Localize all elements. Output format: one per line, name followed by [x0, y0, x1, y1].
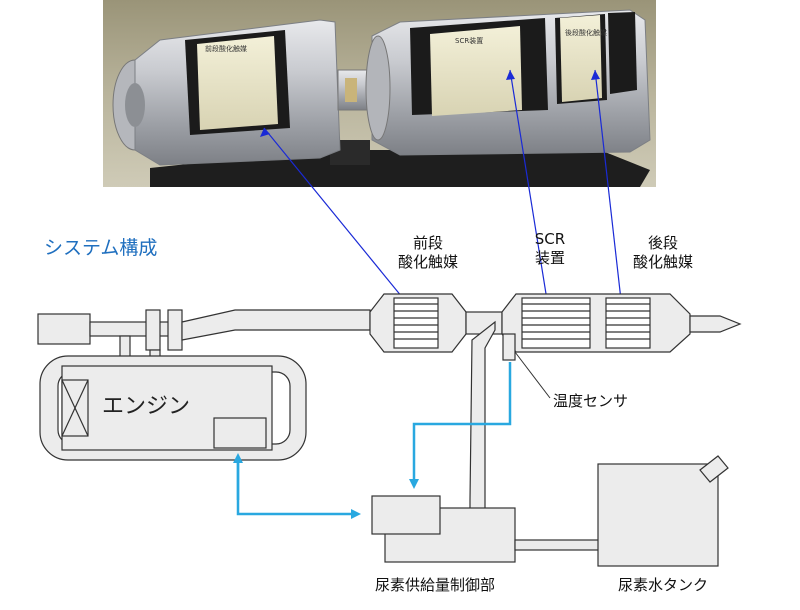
label-pre-oxidation-line2: 酸化触媒 [397, 253, 458, 271]
urea-supply-pipe [514, 539, 600, 551]
photo-tag-middle: SCR装置 [455, 37, 484, 45]
schematic [37, 293, 742, 567]
intake-block [37, 313, 91, 345]
temperature-sensor [502, 333, 516, 361]
ecu-to-controller-arrow [236, 460, 361, 519]
label-scr-line1: SCR [534, 230, 566, 248]
post-catalyst-core [605, 297, 651, 349]
label-pre-oxidation: 前段 酸化触媒 [388, 234, 468, 272]
exhaust-pipe [181, 309, 371, 341]
arrowhead-scr [506, 70, 515, 80]
pipe-down-1 [119, 335, 131, 359]
urea-dosing-line [469, 320, 496, 513]
label-pre-oxidation-line1: 前段 [412, 234, 443, 252]
photo-tag-rear: 後段酸化触媒 [565, 29, 607, 37]
label-post-oxidation: 後段 酸化触媒 [618, 234, 708, 272]
urea-tank [597, 463, 719, 567]
label-urea-tank: 尿素水タンク [618, 576, 709, 594]
urea-tank-cap [699, 455, 729, 483]
callout-lines [263, 69, 622, 309]
engine-cross-line-b [61, 379, 89, 437]
label-scr-line2: 装置 [534, 249, 565, 267]
urea-controller-head [371, 495, 441, 535]
turbo-flange-left [145, 309, 161, 351]
product-photo [103, 0, 656, 187]
catalyst-stripes [394, 303, 650, 340]
arrowhead-post-oxidation [591, 70, 600, 80]
sensor-to-controller-arrow [409, 362, 512, 489]
sensor-leader [514, 351, 551, 399]
label-post-oxidation-line2: 酸化触媒 [632, 253, 693, 271]
diagram-title: システム構成 [44, 237, 158, 259]
label-engine: エンジン [102, 394, 191, 419]
photo-tag-front: 前段酸化触媒 [205, 45, 247, 53]
callout-pre-oxidation [263, 127, 412, 309]
signal-arrows [233, 362, 512, 519]
turbo-flange-right [167, 309, 183, 351]
callout-scr [509, 69, 548, 301]
engine-ecu [213, 417, 267, 449]
tail-pipe [689, 315, 742, 333]
scr-core [521, 297, 591, 349]
label-urea-controller: 尿素供給量制御部 [375, 576, 496, 594]
label-scr: SCR 装置 [520, 230, 580, 268]
label-temperature-sensor: 温度センサ [553, 392, 629, 410]
pre-catalyst-core [393, 297, 439, 349]
label-post-oxidation-line1: 後段 [647, 234, 678, 252]
callout-post-oxidation [594, 69, 622, 301]
arrowhead-pre-oxidation [260, 128, 270, 137]
callout-arrowheads [260, 70, 600, 137]
